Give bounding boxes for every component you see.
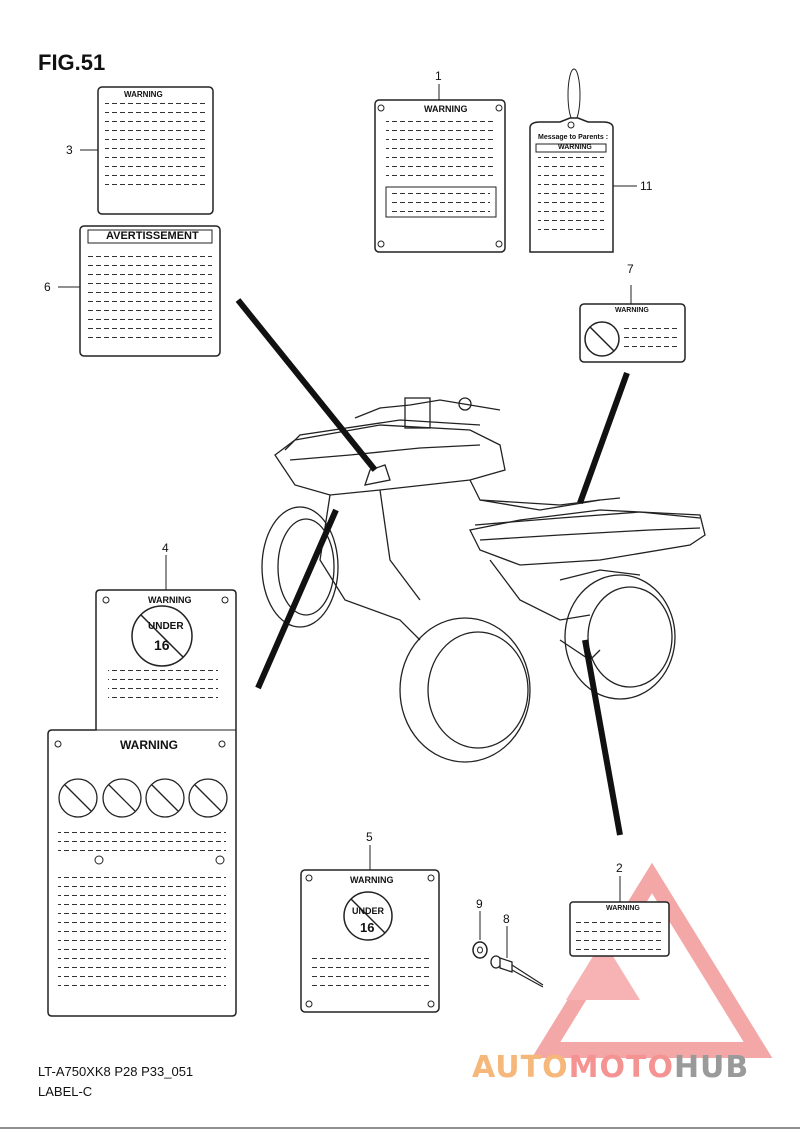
pointer-label-6 xyxy=(235,298,378,472)
label-11-heading: Message to Parents : xyxy=(538,134,609,141)
watermark-brand: AUTOMOTOHUB xyxy=(472,1050,749,1085)
label-4-age: 16 xyxy=(154,637,170,653)
callout-1: 1 xyxy=(435,69,442,83)
pointer-label-4 xyxy=(255,508,339,690)
callout-5: 5 xyxy=(366,830,373,844)
pointer-label-7 xyxy=(577,371,630,505)
figure-group: LABEL-C xyxy=(38,1084,93,1099)
callout-4: 4 xyxy=(162,541,169,555)
callout-2: 2 xyxy=(616,861,623,875)
watermark-part-2: MOTO xyxy=(568,1050,674,1085)
callout-11: 11 xyxy=(640,179,653,193)
label-11-hang-tag xyxy=(529,68,614,253)
label-1-heading: WARNING xyxy=(424,104,468,114)
label-4-heading: WARNING xyxy=(148,595,192,605)
label-6-avertissement-sticker xyxy=(79,225,221,357)
label-4-under: UNDER xyxy=(148,621,184,632)
figure-title: FIG.51 xyxy=(38,50,106,75)
callout-9: 9 xyxy=(476,897,483,911)
label-6-heading: AVERTISSEMENT xyxy=(106,230,199,242)
label-4-warning-sticker xyxy=(47,589,237,1017)
label-4-lower-heading: WARNING xyxy=(120,738,178,752)
label-3-warning-sticker xyxy=(97,86,214,215)
label-1-warning-sticker xyxy=(374,99,506,253)
part-8-rivet-icon xyxy=(490,955,544,988)
watermark-part-1: AUTO xyxy=(472,1050,569,1085)
label-7-warning-sticker xyxy=(579,303,686,363)
label-11-warning: WARNING xyxy=(558,144,592,151)
label-5-heading: WARNING xyxy=(350,875,394,885)
callout-8: 8 xyxy=(503,912,510,926)
callout-6: 6 xyxy=(44,280,51,294)
pointer-label-2 xyxy=(582,639,623,836)
label-5-warning-sticker xyxy=(300,869,440,1013)
callout-3: 3 xyxy=(66,143,73,157)
label-5-age: 16 xyxy=(360,920,375,935)
label-3-heading: WARNING xyxy=(124,90,163,99)
atv-vehicle-illustration xyxy=(261,397,706,763)
label-5-under: UNDER xyxy=(352,906,385,916)
watermark-part-3: HUB xyxy=(673,1050,750,1085)
watermark-logo-icon xyxy=(531,862,773,1058)
figure-code: LT-A750XK8 P28 P33_051 xyxy=(38,1064,194,1079)
callout-7: 7 xyxy=(627,262,634,276)
label-7-heading: WARNING xyxy=(615,307,649,314)
label-2-heading: WARNING xyxy=(606,905,640,912)
label-2-warning-sticker xyxy=(569,901,670,957)
part-9-washer-icon xyxy=(472,941,488,959)
